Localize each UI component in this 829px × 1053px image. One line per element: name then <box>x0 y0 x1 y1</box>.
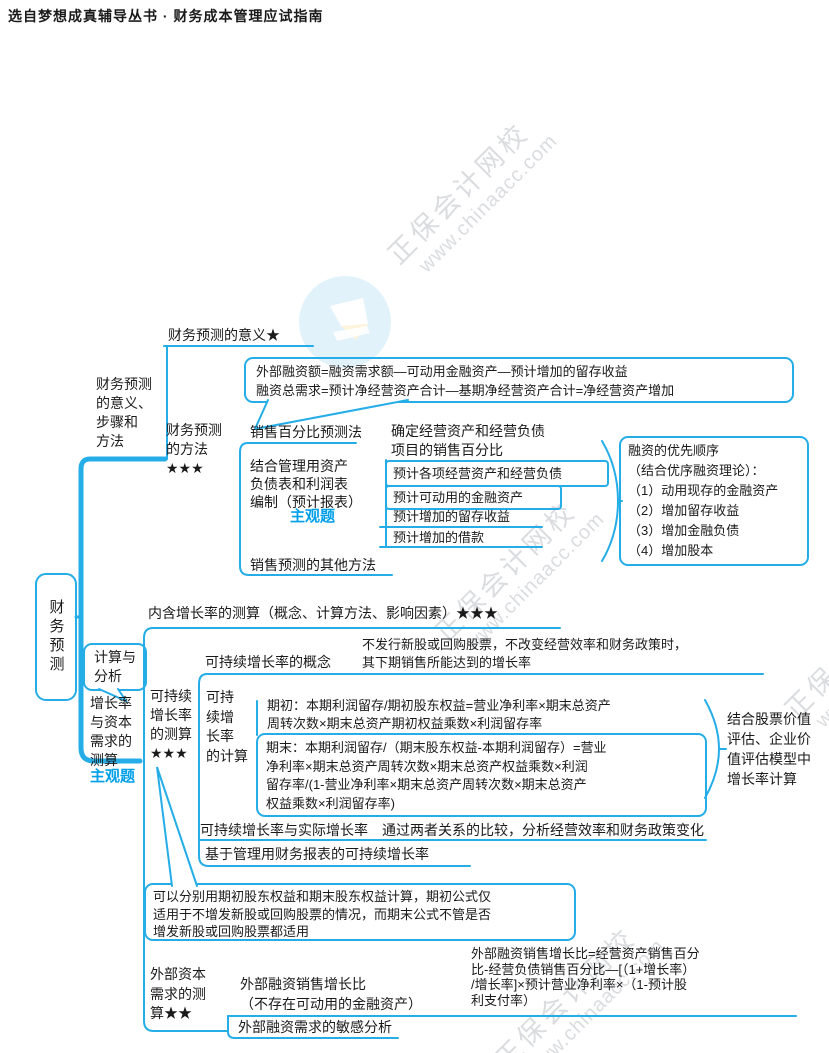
equity-note-tail <box>156 766 198 887</box>
step-forecast-assets: 预计各项经营资产和经营负债 <box>393 466 563 481</box>
node-internal-growth: 内含增长率的测算（概念、计算方法、影响因素）★★★ <box>148 605 498 621</box>
branch1-label: 财务预测 的意义、 步骤和 方法 <box>96 376 152 449</box>
subjective-question-badge: 主观题 <box>90 768 136 785</box>
node-efn-ratio: 外部融资销售增长比 （不存在可动用的金融资产） <box>240 976 422 1012</box>
subjective-question-badge: 主观题 <box>290 508 336 525</box>
node-meaning: 财务预测的意义★ <box>168 327 280 343</box>
step-available-financial-assets: 预计可动用的金融资产 <box>393 490 524 505</box>
callout-tail <box>98 688 129 704</box>
beginning-equity-formula: 期初：本期利润留存/期初股东权益=营业净利率×期末总资产 周转次数×期末总资产期… <box>267 698 611 731</box>
root-node-label: 财务预测 <box>47 599 65 675</box>
node-other-methods: 销售预测的其他方法 <box>250 557 376 573</box>
node-external-capital: 外部资本 需求的测 算★★ <box>150 966 206 1021</box>
chinaacc-logo-watermark <box>299 276 391 368</box>
node-sustainable-growth: 可持续 增长率 的测算 ★★★ <box>150 688 192 761</box>
node-sales-percentage: 销售百分比预测法 <box>250 424 362 440</box>
step-borrowings: 预计增加的借款 <box>393 530 485 545</box>
node-vs-actual-growth: 可持续增长率与实际增长率 通过两者关系的比较，分析经营效率和财务政策变化 <box>200 822 704 838</box>
step-retained-earnings: 预计增加的留存收益 <box>393 509 511 524</box>
equity-note-box-border <box>144 883 576 941</box>
right-paren-bracket <box>704 699 721 799</box>
page-title: 选自梦想成真辅导丛书 · 财务成本管理应试指南 <box>8 8 324 24</box>
equity-note-text: 可以分别用期初股东权益和期末股东权益计算，期初公式仅 适用于不增发新股或回购股票… <box>153 889 492 939</box>
financing-priority-note: 融资的优先顺序 （结合优序融资理论）： （1）动用现存的金融资产 （2）增加留存… <box>628 443 779 558</box>
ending-equity-formula: 期末：本期利润留存/（期末股东权益-本期利润留存）=营业 净利率×期末总资产周转… <box>266 740 607 811</box>
priority-box-border <box>619 436 809 566</box>
formula-box-border <box>244 357 794 403</box>
node-compile-statements: 结合管理用资产 负债表和利润表 编制（预计报表） <box>250 458 362 510</box>
main-branch-line <box>78 456 168 764</box>
efn-formula: 外部融资销售增长比=经营资产销售百分 比-经营负债销售百分比—[（1+增长率） … <box>471 946 700 1008</box>
node-managerial-statements: 基于管理用财务报表的可持续增长率 <box>205 846 429 862</box>
branch2-bracket <box>143 627 561 1032</box>
formula-box-tail <box>253 399 409 431</box>
step-box-border <box>385 485 562 510</box>
ending-formula-box-border <box>256 733 707 817</box>
node-sustainable-concept: 可持续增长率的概念 <box>205 654 331 670</box>
right-paren-bracket <box>601 440 620 562</box>
external-financing-formula: 外部融资额=融资需求额—可动用金融资产—预计增加的留存收益 融资总需求=预计净经… <box>256 364 675 398</box>
callout-calculation-analysis: 计算与 分析 <box>94 649 136 684</box>
sustainable-bracket <box>198 673 764 867</box>
node-methods: 财务预测 的方法 ★★★ <box>166 422 222 476</box>
node-sensitivity-analysis: 外部融资需求的敏感分析 <box>238 1019 392 1035</box>
methods-bracket <box>239 442 393 576</box>
step-determine-percentage: 确定经营资产和经营负债 项目的销售百分比 <box>391 423 545 458</box>
valuation-model-note: 结合股票价值 评估、企业价 值评估模型中 增长率计算 <box>727 711 811 787</box>
sustainable-concept-text: 不发行新股或回购股票，不改变经营效率和财务政策时， 其下期销售所能达到的增长率 <box>362 637 688 670</box>
sensitivity-box <box>227 1015 399 1039</box>
branch2-label: 增长率 与资本 需求的 测算 <box>90 695 132 768</box>
root-node-border <box>35 573 77 701</box>
node-sustainable-calc: 可持 续增 长率 的计算 <box>206 689 248 764</box>
